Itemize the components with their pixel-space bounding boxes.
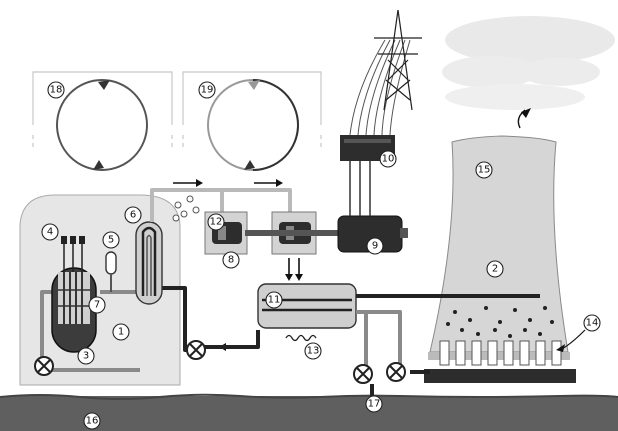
callout-12: 12	[207, 213, 225, 231]
transmission-tower	[374, 9, 422, 111]
callout-19-label: 19	[201, 85, 214, 96]
primary-pump	[34, 356, 54, 376]
callout-12-label: 12	[210, 217, 223, 228]
cooling-tower-vents	[439, 340, 562, 366]
primary-cycle-frame	[32, 71, 173, 171]
cooling-pump-tower	[386, 362, 406, 382]
heat-waste-wave	[285, 334, 317, 342]
callout-2-label: 2	[492, 264, 498, 275]
callout-8-label: 8	[228, 255, 234, 266]
cooling-tower	[424, 108, 576, 383]
callout-10-label: 10	[382, 154, 395, 165]
steam-bubbles	[172, 195, 200, 222]
callout-4: 4	[41, 223, 59, 241]
callout-6-label: 6	[130, 210, 136, 221]
callout-17: 17	[365, 395, 383, 413]
callout-3-label: 3	[83, 351, 89, 362]
transformer	[340, 135, 395, 216]
callout-2: 2	[486, 260, 504, 278]
callout-1: 1	[112, 323, 130, 341]
callout-13: 13	[304, 342, 322, 360]
callout-1-label: 1	[118, 327, 124, 338]
callout-15: 15	[475, 161, 493, 179]
callout-14-label: 14	[586, 318, 599, 329]
callout-16-label: 16	[86, 416, 99, 427]
turbine-shaft	[245, 230, 341, 236]
callout-13-label: 13	[307, 346, 320, 357]
steam-generator	[135, 221, 163, 305]
callout-5-label: 5	[108, 235, 114, 246]
pressurizer	[105, 251, 117, 292]
feedwater-pump	[186, 340, 206, 360]
callout-9: 9	[366, 237, 384, 255]
callout-10: 10	[379, 150, 397, 168]
cooling-pump-river	[353, 364, 373, 384]
callout-7-label: 7	[94, 300, 100, 311]
callout-19: 19	[198, 81, 216, 99]
steam-cloud	[442, 16, 615, 110]
callout-7: 7	[88, 296, 106, 314]
callout-15-label: 15	[478, 165, 491, 176]
callout-14: 14	[556, 314, 601, 352]
callout-3: 3	[77, 347, 95, 365]
steam-pipes	[150, 188, 292, 222]
callout-11-label: 11	[268, 295, 281, 306]
callout-18: 18	[47, 81, 65, 99]
water-droplets	[446, 306, 554, 338]
power-lines	[349, 39, 411, 136]
control-rods	[61, 236, 85, 272]
callout-17-label: 17	[368, 399, 381, 410]
callout-5: 5	[102, 231, 120, 249]
cooling-water-pipes	[200, 294, 540, 398]
secondary-cycle-frame	[182, 71, 322, 171]
ground-water-body	[0, 393, 618, 431]
callout-4-label: 4	[47, 227, 53, 238]
callout-8: 8	[222, 251, 240, 269]
callout-6: 6	[124, 206, 142, 224]
callout-9-label: 9	[372, 241, 378, 252]
callout-16: 16	[83, 412, 101, 430]
callout-11: 11	[265, 291, 283, 309]
condenser	[257, 283, 357, 329]
callout-18-label: 18	[50, 85, 63, 96]
reactor-vessel	[51, 267, 97, 353]
